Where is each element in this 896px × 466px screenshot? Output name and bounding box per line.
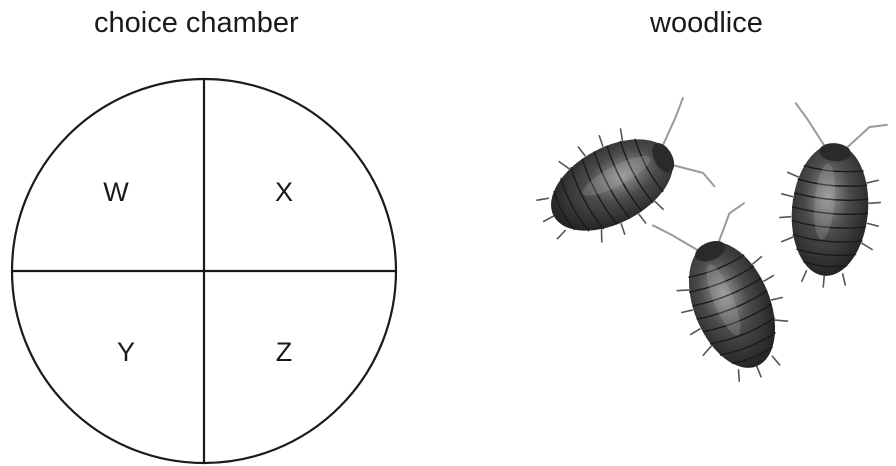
quadrant-label-x: X: [264, 177, 304, 207]
quadrant-label-y: Y: [106, 337, 146, 367]
choice-chamber-diagram: [0, 0, 420, 466]
woodlice-photo: [500, 80, 896, 400]
woodlouse-2: [647, 190, 808, 396]
woodlouse-1: [520, 92, 728, 266]
quadrant-label-z: Z: [264, 337, 304, 367]
quadrant-label-w: W: [96, 177, 136, 207]
woodlice-title: woodlice: [650, 6, 780, 40]
woodlouse-3: [773, 102, 888, 292]
